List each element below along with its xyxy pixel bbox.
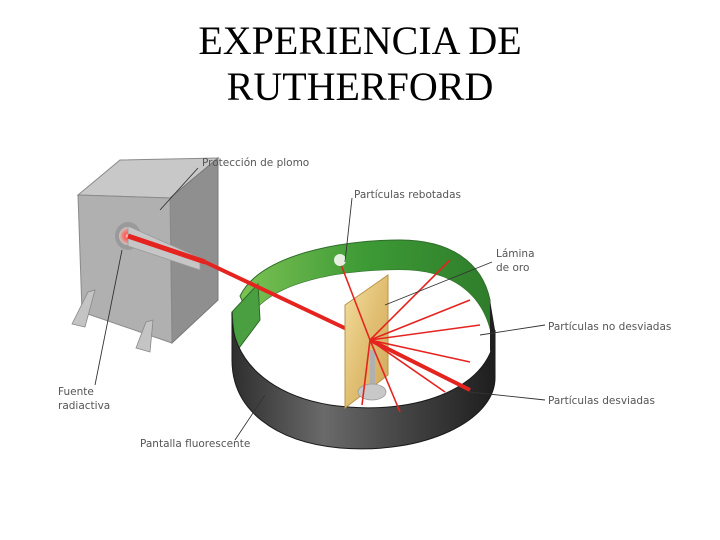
- foil-stand: [370, 350, 375, 390]
- foil-base: [357, 383, 387, 401]
- label-source-line1: Fuente: [58, 386, 94, 398]
- box-foot-right: [135, 319, 154, 353]
- label-fluorescent-screen: Pantalla fluorescente: [140, 438, 250, 450]
- label-source-line2: radiactiva: [58, 400, 110, 412]
- alpha-beam: [127, 233, 371, 342]
- gold-foil: [344, 274, 389, 410]
- scattered-particles: [339, 259, 481, 413]
- label-deviated-particles: Partículas desviadas: [548, 395, 655, 407]
- leader-lines: [94, 167, 546, 441]
- fluorescent-screen: [231, 239, 496, 450]
- box-foot-left: [71, 289, 96, 328]
- page-title: EXPERIENCIA DE RUTHERFORD: [0, 18, 720, 110]
- title-line-2: RUTHERFORD: [226, 64, 494, 109]
- label-lead-shield: Protección de plomo: [202, 157, 309, 169]
- label-gold-foil-line2: de oro: [496, 262, 529, 274]
- label-gold-foil-line1: Lámina: [496, 248, 535, 260]
- title-line-1: EXPERIENCIA DE: [198, 18, 522, 63]
- rebound-glow: [334, 254, 346, 266]
- label-rebound-particles: Partículas rebotadas: [354, 189, 461, 201]
- label-undeviated-particles: Partículas no desviadas: [548, 321, 671, 333]
- lead-shield: [71, 156, 220, 353]
